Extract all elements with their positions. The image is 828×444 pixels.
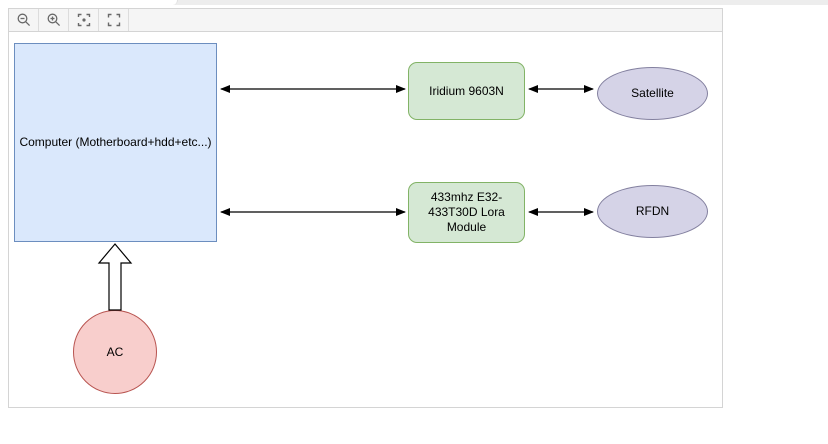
node-iridium-label: Iridium 9603N xyxy=(429,83,504,98)
fullscreen-button[interactable] xyxy=(99,9,129,31)
node-ac-label: AC xyxy=(106,344,124,359)
node-computer[interactable]: Computer (Motherboard+hdd+etc...) xyxy=(14,43,217,242)
top-strip xyxy=(0,0,828,5)
diagram-viewer: Computer (Motherboard+hdd+etc...) Iridiu… xyxy=(8,8,723,408)
node-satellite-label: Satellite xyxy=(631,86,674,100)
node-iridium-9603n[interactable]: Iridium 9603N xyxy=(408,62,525,120)
node-ac[interactable]: AC xyxy=(73,310,157,394)
node-computer-label: Computer (Motherboard+hdd+etc...) xyxy=(19,135,212,149)
diagram-canvas[interactable]: Computer (Motherboard+hdd+etc...) Iridiu… xyxy=(9,32,722,407)
node-satellite[interactable]: Satellite xyxy=(597,67,708,120)
node-lora-label: 433mhz E32-433T30D Lora Module xyxy=(428,190,505,234)
node-rfdn-label: RFDN xyxy=(635,204,670,218)
top-tab-corner xyxy=(0,0,178,5)
fit-page-icon xyxy=(76,12,92,28)
node-lora-module[interactable]: 433mhz E32-433T30D Lora Module xyxy=(408,182,525,243)
zoom-out-button[interactable] xyxy=(9,9,39,31)
edge-ac-computer-block-arrow xyxy=(97,243,133,311)
viewer-toolbar xyxy=(9,9,722,32)
zoom-out-icon xyxy=(16,12,32,28)
node-rfdn[interactable]: RFDN xyxy=(597,185,708,238)
zoom-in-button[interactable] xyxy=(39,9,69,31)
zoom-in-icon xyxy=(46,12,62,28)
fullscreen-icon xyxy=(106,12,122,28)
fit-page-button[interactable] xyxy=(69,9,99,31)
